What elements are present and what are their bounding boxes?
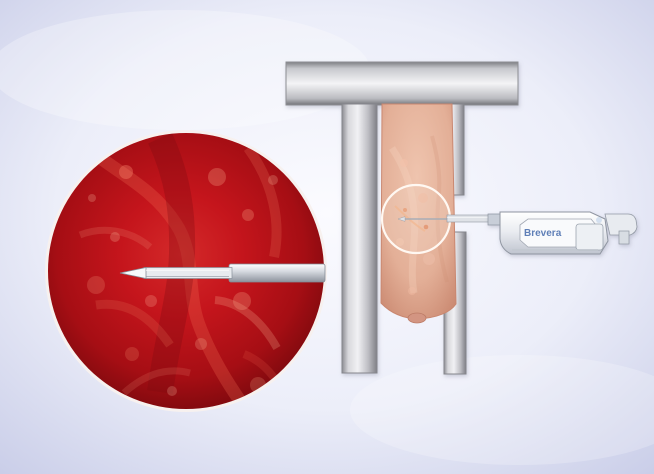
left-compression-post — [342, 104, 377, 373]
magnified-tissue-view — [45, 130, 327, 412]
nipple — [408, 313, 426, 323]
biopsy-target-area — [382, 185, 450, 253]
top-compression-bar — [286, 62, 518, 105]
device-brand-label: Brevera — [524, 228, 562, 239]
device-rear-housing — [576, 224, 603, 250]
device-connector — [619, 231, 629, 244]
